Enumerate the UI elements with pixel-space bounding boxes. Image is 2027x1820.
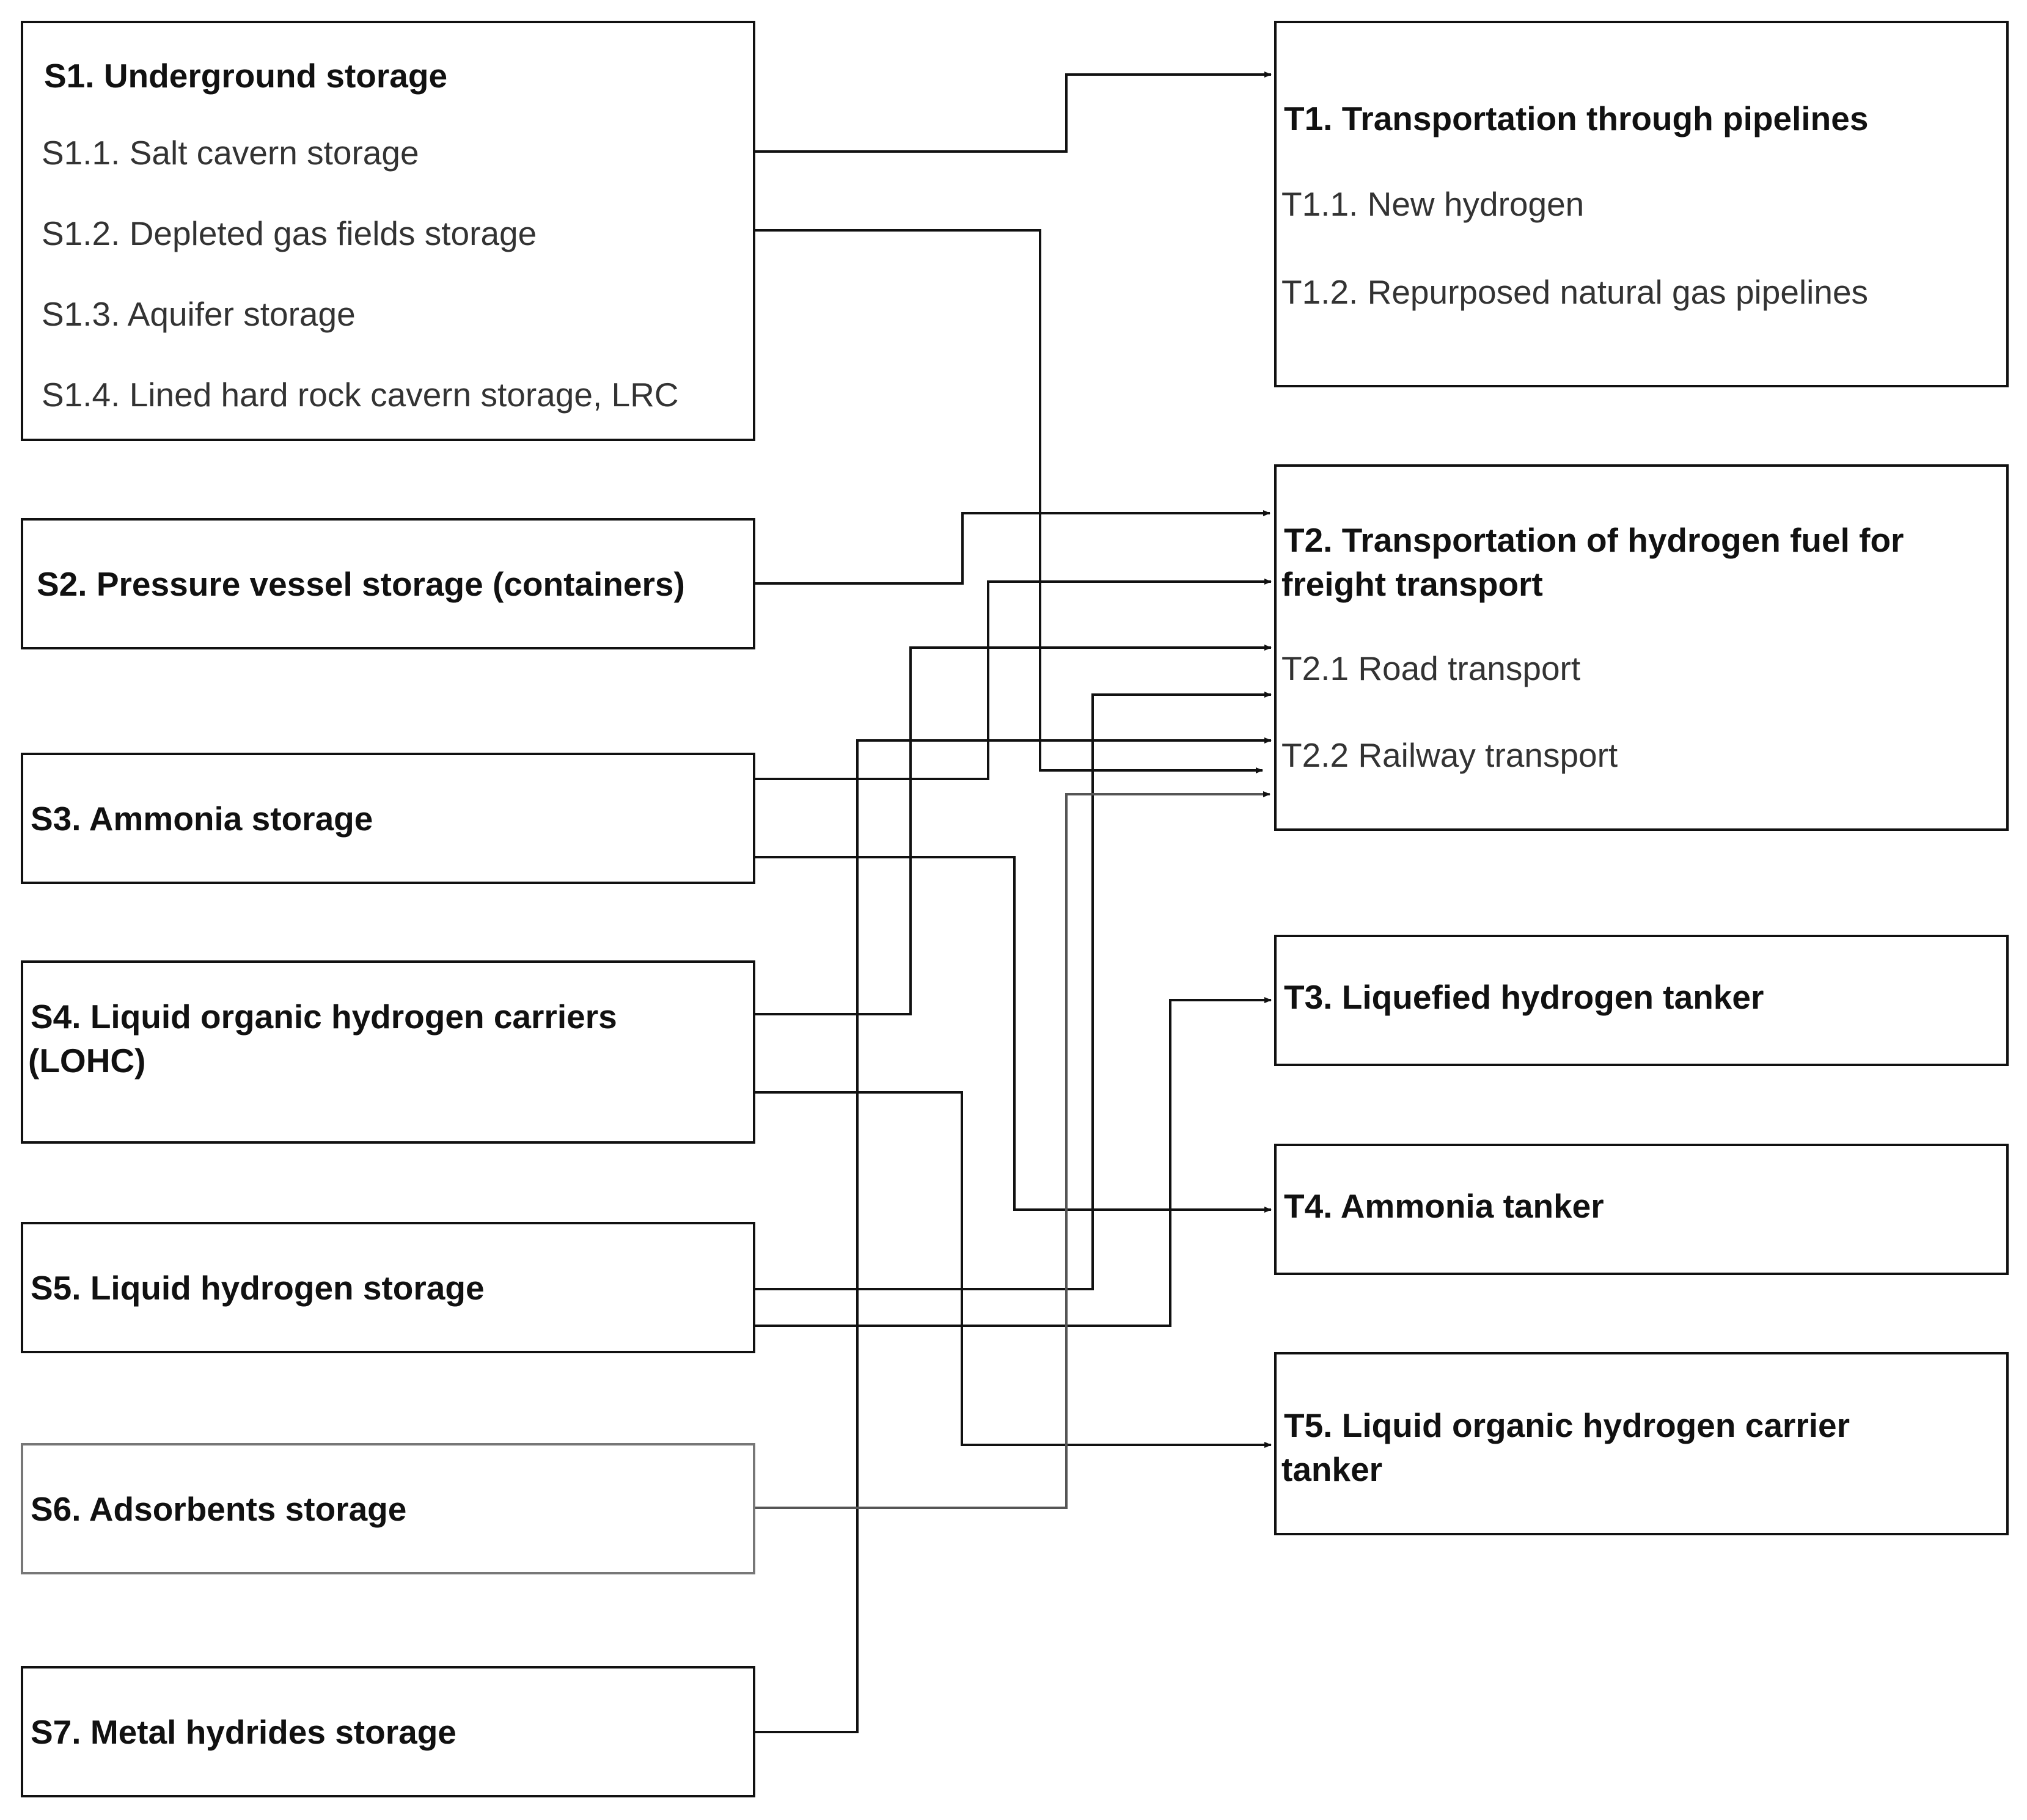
connector-s5-t2	[755, 692, 1272, 1290]
t1-2-label: T1.2. Repurposed natural gas pipelines	[1281, 273, 1869, 311]
s4-title-line1: S4. Liquid organic hydrogen carriers	[31, 998, 617, 1036]
s4-box: S4. Liquid organic hydrogen carriers (LO…	[21, 960, 755, 1144]
s3-box: S3. Ammonia storage	[21, 753, 755, 884]
t2-title-line2: freight transport	[1281, 565, 1543, 603]
t4-box: T4. Ammonia tanker	[1274, 1144, 2009, 1275]
t1-1-label: T1.1. New hydrogen	[1281, 185, 1585, 223]
t2-2-label: T2.2 Railway transport	[1281, 736, 1618, 774]
s7-box: S7. Metal hydrides storage	[21, 1666, 755, 1797]
connector-s1-1-t1	[755, 71, 1272, 153]
connector-s3-t4	[755, 856, 1272, 1213]
s6-box: S6. Adsorbents storage	[21, 1443, 755, 1574]
t2-box: T2. Transportation of hydrogen fuel for …	[1274, 464, 2009, 831]
s1-4-label: S1.4. Lined hard rock cavern storage, LR…	[42, 376, 679, 414]
s6-title: S6. Adsorbents storage	[31, 1490, 407, 1528]
s4-title-line2: (LOHC)	[28, 1042, 146, 1080]
connector-s5-t3	[755, 997, 1272, 1327]
s1-1-label: S1.1. Salt cavern storage	[42, 134, 419, 172]
s1-box: S1. Underground storage S1.1. Salt caver…	[21, 21, 755, 441]
connector-s6-t2	[755, 791, 1270, 1509]
connector-s2-t2	[755, 510, 1270, 585]
s5-title: S5. Liquid hydrogen storage	[31, 1269, 485, 1307]
s2-title: S2. Pressure vessel storage (containers)	[37, 565, 685, 603]
t4-title: T4. Ammonia tanker	[1284, 1187, 1604, 1225]
t2-title-line1: T2. Transportation of hydrogen fuel for	[1284, 521, 1904, 559]
t1-title: T1. Transportation through pipelines	[1284, 100, 1869, 137]
connector-s7-t2	[755, 737, 1272, 1733]
s2-box: S2. Pressure vessel storage (containers)	[21, 518, 755, 649]
t5-title-line2: tanker	[1281, 1450, 1383, 1488]
t5-title-line1: T5. Liquid organic hydrogen carrier	[1284, 1406, 1850, 1444]
connector-s1-2-t2	[755, 229, 1263, 773]
s1-title: S1. Underground storage	[44, 57, 448, 95]
t2-1-label: T2.1 Road transport	[1281, 649, 1581, 687]
s3-title: S3. Ammonia storage	[31, 800, 373, 838]
s1-3-label: S1.3. Aquifer storage	[42, 295, 356, 333]
connector-s3-t2	[755, 579, 1272, 780]
s5-box: S5. Liquid hydrogen storage	[21, 1222, 755, 1353]
t3-title: T3. Liquefied hydrogen tanker	[1284, 978, 1764, 1016]
t5-box: T5. Liquid organic hydrogen carrier tank…	[1274, 1352, 2009, 1535]
s1-2-label: S1.2. Depleted gas fields storage	[42, 214, 537, 252]
t1-box: T1. Transportation through pipelines T1.…	[1274, 21, 2009, 387]
connector-s4-t2	[755, 645, 1272, 1015]
s7-title: S7. Metal hydrides storage	[31, 1713, 456, 1751]
t3-box: T3. Liquefied hydrogen tanker	[1274, 935, 2009, 1066]
